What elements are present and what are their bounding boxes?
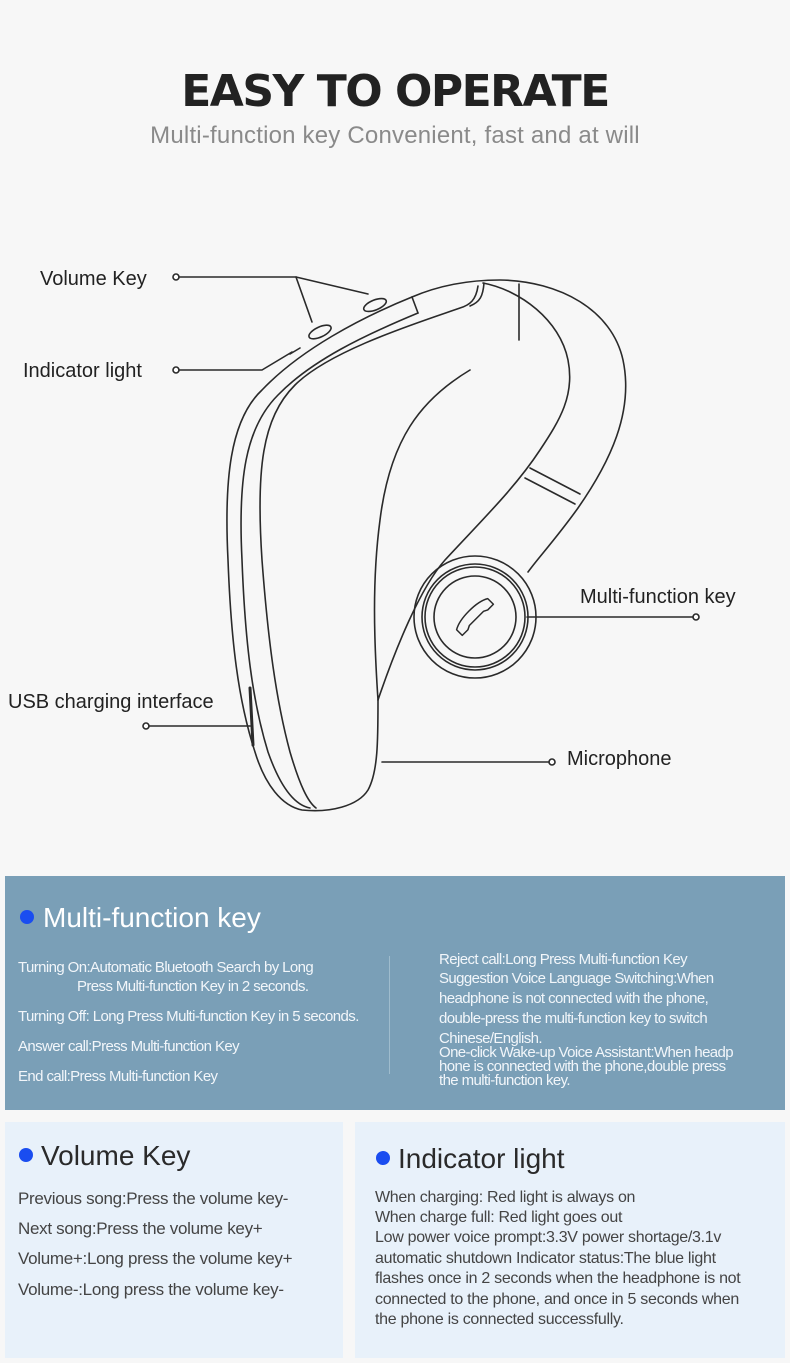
mf-right-line: Suggestion Voice Language Switching:When [439, 970, 714, 987]
headset-illustration [142, 273, 700, 812]
mf-right-line: double-press the multi-function key to s… [439, 1010, 708, 1027]
column-divider [389, 956, 390, 1074]
mf-left-line: Turning Off: Long Press Multi-function K… [18, 1008, 359, 1025]
volume-item: Volume+:Long press the volume key+ [18, 1249, 293, 1268]
ear-hook [411, 279, 627, 573]
indicator-light-heading: Indicator light [398, 1143, 565, 1174]
mf-right-line: headphone is not connected with the phon… [439, 990, 709, 1007]
label-indicator-light: Indicator light [23, 360, 142, 382]
mf-left-line: End call:Press Multi-function Key [18, 1068, 218, 1085]
indicator-item: the phone is connected successfully. [375, 1311, 624, 1328]
mf-right-line: hone is connected with the phone,double … [439, 1058, 726, 1075]
bullet-dot-icon [376, 1151, 390, 1165]
volume-button-lower [308, 324, 332, 340]
headset-diagram: Volume Key Indicator light Multi-functio… [0, 230, 790, 850]
indicator-item: connected to the phone, and once in 5 se… [375, 1291, 739, 1308]
ear-hook-inner [377, 282, 571, 701]
label-usb-charging: USB charging interface [8, 691, 214, 713]
mf-left-line: Answer call:Press Multi-function Key [18, 1038, 240, 1055]
mf-right-line: Chinese/English. [439, 1030, 543, 1047]
volume-item: Next song:Press the volume key+ [18, 1219, 263, 1238]
indicator-item: flashes once in 2 seconds when the headp… [375, 1270, 741, 1287]
body-outer [226, 296, 413, 812]
mf-right-line: One-click Wake-up Voice Assistant:When h… [439, 1044, 734, 1061]
mf-left-line: Turning On:Automatic Bluetooth Search by… [18, 959, 314, 976]
mf-right-line: Reject call:Long Press Multi-function Ke… [439, 951, 688, 968]
indicator-item: When charging: Red light is always on [375, 1189, 636, 1206]
bullet-dot-icon [20, 910, 34, 924]
multi-function-heading: Multi-function key [43, 902, 261, 933]
indicator-item: automatic shutdown Indicator status:The … [375, 1250, 716, 1267]
inner-panel-curve [373, 369, 471, 701]
label-microphone: Microphone [567, 748, 672, 770]
label-volume-key: Volume Key [40, 268, 147, 290]
bullet-dot-icon [19, 1148, 33, 1162]
mf-right-line: the multi-function key. [439, 1072, 571, 1089]
phone-icon [455, 597, 495, 637]
volume-key-heading: Volume Key [41, 1140, 191, 1171]
mf-key-ring-outer [413, 555, 537, 679]
page-subtitle: Multi-function key Convenient, fast and … [150, 122, 640, 149]
body-inner-1 [240, 312, 419, 809]
label-multi-function-key: Multi-function key [580, 586, 736, 608]
volume-key-panel: Volume Key Previous song:Press the volum… [5, 1122, 343, 1358]
body-inner-2 [259, 285, 479, 809]
volume-button-upper [362, 297, 388, 313]
multi-function-panel: Multi-function key Turning On:Automatic … [5, 876, 785, 1110]
page-title: EASY TO OPERATE [181, 66, 610, 117]
usb-slot [248, 686, 255, 747]
indicator-item: When charge full: Red light goes out [375, 1209, 623, 1226]
volume-item: Volume-:Long press the volume key- [18, 1280, 284, 1299]
indicator-light-panel: Indicator light When charging: Red light… [355, 1122, 785, 1358]
indicator-item: Low power voice prompt:3.3V power shorta… [375, 1229, 722, 1246]
volume-item: Previous song:Press the volume key- [18, 1189, 289, 1208]
mf-left-line: Press Multi-function Key in 2 seconds. [77, 978, 309, 995]
